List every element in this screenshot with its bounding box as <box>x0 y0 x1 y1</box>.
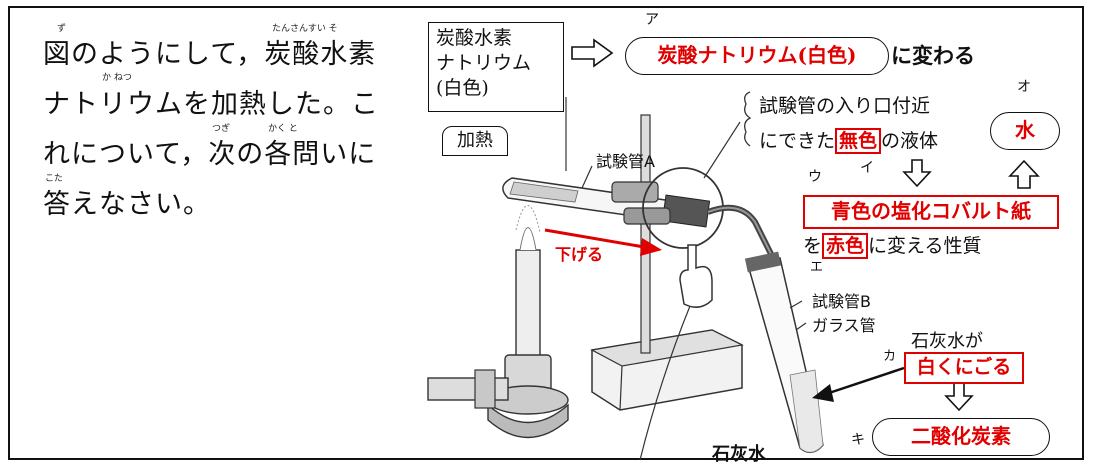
red-color-box: 赤色 <box>822 233 869 259</box>
becomes-text: に変わる <box>891 43 975 68</box>
ruby-kanetsu: か ねつ <box>102 73 132 83</box>
wo-text: を <box>803 235 823 257</box>
test-tube-b <box>744 251 824 454</box>
mark-o: オ <box>1017 79 1031 95</box>
mark-ki: キ <box>851 432 865 448</box>
limewater-label: 石灰水 <box>712 444 766 465</box>
mark-u: ウ <box>808 169 822 185</box>
question-line-4: 答えなさい。 <box>43 189 211 220</box>
bracket-liquid <box>744 91 752 147</box>
cobalt-paper-box: 青色の塩化コバルト紙 <box>803 195 1059 229</box>
mark-i: イ <box>860 160 874 176</box>
change-suffix: に変える性質 <box>868 235 982 257</box>
water-pill: 水 <box>990 112 1060 150</box>
lower-arrow <box>544 228 662 256</box>
cloudy-box: 白くにごる <box>904 352 1024 384</box>
test-tube-a <box>502 177 711 228</box>
open-arrow-right <box>571 38 614 68</box>
limewater-becomes: 石灰水が <box>911 331 983 352</box>
heating-label: 加熱 <box>442 126 508 156</box>
liquid-post: の液体 <box>881 130 939 152</box>
leader-tube-b <box>789 300 803 309</box>
test-tube-b-label: 試験管B <box>812 292 871 311</box>
mark-ka: カ <box>883 349 897 364</box>
limewater-arrow <box>812 366 905 402</box>
question-line-2: ナトリウムを加熱した。こ <box>43 89 379 120</box>
ruby-tansansui: たんさんすい そ <box>272 24 338 34</box>
ruby-tsugi: つぎ <box>212 124 231 134</box>
question-line-1: 図のようにして，炭酸水素 <box>43 39 377 70</box>
test-tube-a-label: 試験管A <box>596 152 655 171</box>
change-line: を赤色に変える性質 <box>803 232 981 260</box>
substance-line-2: ナトリウム <box>436 52 532 74</box>
substance-line-1: 炭酸水素 <box>436 27 513 49</box>
substance-line-3: (白色) <box>436 77 489 99</box>
liquid-line-2: にできた無色の液体 <box>759 127 938 155</box>
open-arrow-down-1 <box>902 159 932 188</box>
substance-box: 炭酸水素 ナトリウム (白色) <box>428 22 564 112</box>
sodium-carbonate-pill: 炭酸ナトリウム(白色) <box>625 37 889 75</box>
stand <box>590 114 744 411</box>
open-arrow-up <box>1008 159 1040 189</box>
colorless-box: 無色 <box>835 128 882 154</box>
leader-tube-a <box>581 165 593 189</box>
ruby-kota: こた <box>45 174 64 184</box>
ruby-kakuto: かく と <box>268 124 298 134</box>
gas-burner <box>427 205 569 439</box>
question-line-3: れについて，次の各問いに <box>43 139 377 170</box>
liquid-pre: にできた <box>759 130 836 152</box>
mark-e: エ <box>810 260 824 275</box>
ruby-zu: ず <box>57 24 67 34</box>
diagram-frame <box>8 6 1084 460</box>
co2-pill: 二酸化炭素 <box>872 418 1050 456</box>
pointer-hand <box>639 244 713 461</box>
glass-tube-label: ガラス管 <box>812 316 876 335</box>
leader-liquid <box>703 121 741 179</box>
leader-glass <box>795 322 807 331</box>
liquid-line-1: 試験管の入り口付近 <box>759 95 931 117</box>
lower-label: 下げる <box>555 245 604 264</box>
open-arrow-down-2 <box>944 382 974 412</box>
mark-a: ア <box>645 12 659 28</box>
